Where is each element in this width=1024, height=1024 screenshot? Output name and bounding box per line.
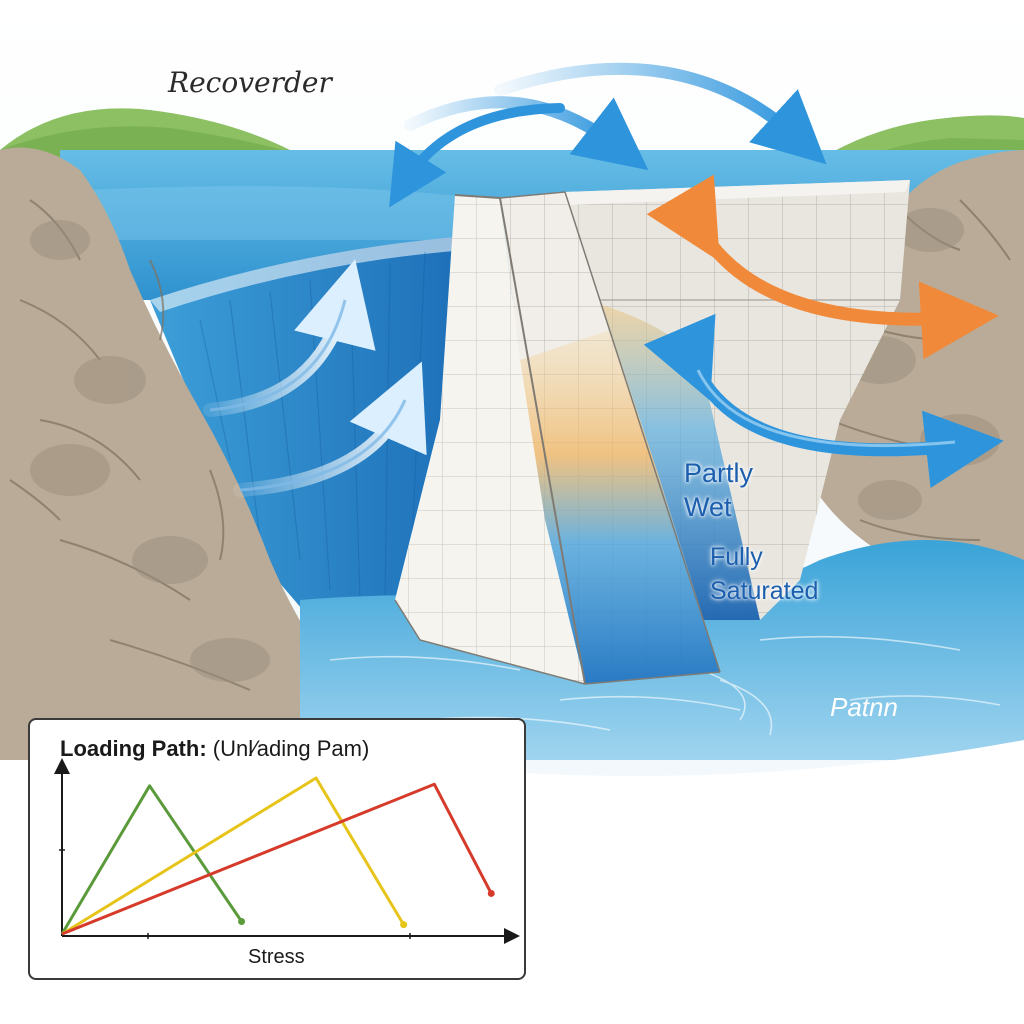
partly-wet-line1: Partly <box>684 458 754 488</box>
series-end-point-2 <box>400 921 408 929</box>
series-end-point-3 <box>487 889 495 897</box>
loading-path-chart: Loading Path: (Unl⁄ading Pam) Stress <box>28 718 526 980</box>
chart-plot-area <box>54 758 520 944</box>
series-line-1 <box>60 784 243 935</box>
fully-saturated-line1: Fully <box>710 543 763 571</box>
chart-title: Loading Path: (Unl⁄ading Pam) <box>60 736 369 762</box>
chart-title-bold: Loading Path: <box>60 736 207 761</box>
series-end-point-1 <box>238 918 246 926</box>
series-line-2 <box>61 776 405 936</box>
path-label: Patnn <box>830 692 898 722</box>
seepage-arrow-icon <box>239 399 407 492</box>
flow-arrow-icon <box>494 62 827 165</box>
flow-arrow-icon <box>389 103 565 208</box>
flow-arrow-icon <box>404 96 649 171</box>
series-line-3 <box>61 782 493 936</box>
fully-saturated-line2: Saturated <box>710 577 819 605</box>
reservoir-label: Recoverder <box>168 66 332 99</box>
partly-wet-line2: Wet <box>684 492 732 522</box>
chart-x-axis-label: Stress <box>248 946 305 968</box>
seepage-arrow-icon <box>209 299 347 412</box>
chart-title-rest: (Unl⁄ading Pam) <box>212 736 370 761</box>
